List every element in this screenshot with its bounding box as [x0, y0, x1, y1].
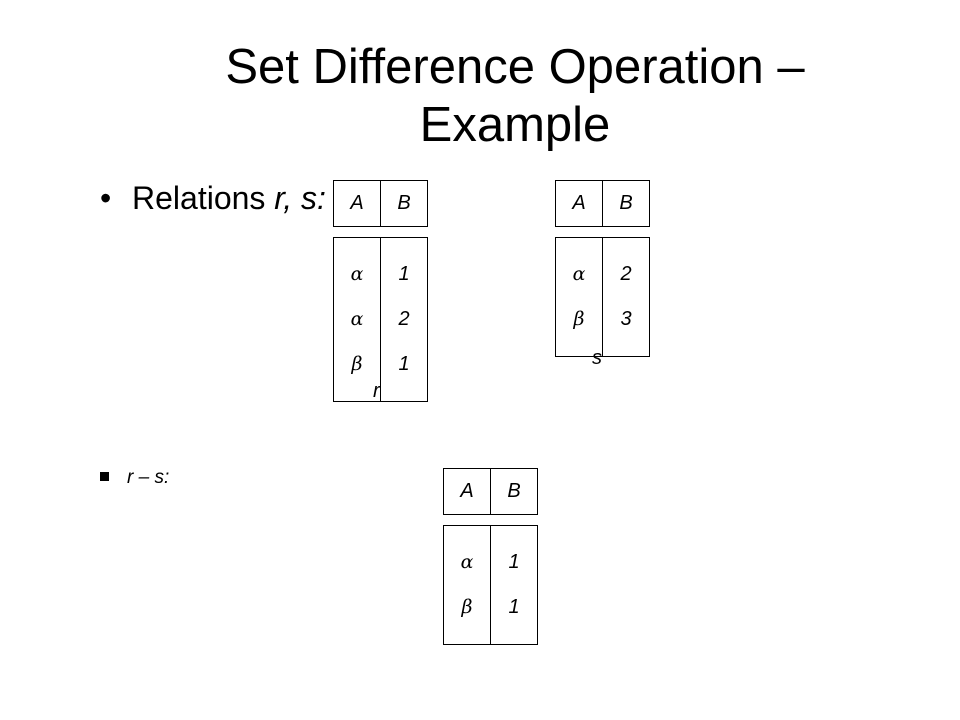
- column-a: α β: [556, 238, 603, 356]
- header-cell: A: [556, 181, 603, 226]
- bullet-square-icon: [100, 472, 109, 481]
- cell: 1: [398, 353, 410, 375]
- bullet-r-minus-s-text: r – s:: [127, 467, 170, 488]
- relation-s-label: s: [592, 347, 602, 369]
- cell: 1: [508, 551, 520, 573]
- relation-s-header: A B: [555, 180, 650, 227]
- column-b: 1 1: [491, 526, 537, 644]
- column-b: 2 3: [603, 238, 649, 356]
- cell: 1: [398, 263, 410, 285]
- cell: 3: [620, 308, 632, 330]
- relation-s-body: α β 2 3: [555, 237, 650, 357]
- bullet-dot: •: [100, 180, 112, 216]
- bullet-relations: • Relations r, s:: [100, 178, 326, 218]
- result-table: A B α β 1 1: [443, 468, 538, 645]
- relation-r-header: A B: [333, 180, 428, 227]
- result-header: A B: [443, 468, 538, 515]
- cell: β: [461, 596, 473, 618]
- header-cell: B: [507, 480, 521, 502]
- cell: 2: [398, 308, 410, 330]
- relation-r-body: α α β 1 2 1: [333, 237, 428, 402]
- header-cell: B: [619, 192, 633, 214]
- result-body: α β 1 1: [443, 525, 538, 645]
- relation-r-table: A B α α β 1 2 1 r: [333, 180, 428, 402]
- header-cell: A: [444, 469, 491, 514]
- relation-s-table: A B α β 2 3 s: [555, 180, 650, 369]
- bullet-relations-vars: r, s:: [274, 180, 326, 216]
- relation-r-label: r: [373, 380, 380, 402]
- cell: α: [350, 263, 364, 285]
- cell: α: [350, 308, 364, 330]
- cell: α: [460, 551, 474, 573]
- header-cell: A: [334, 181, 381, 226]
- column-a: α α β: [334, 238, 381, 401]
- cell: 1: [508, 596, 520, 618]
- column-a: α β: [444, 526, 491, 644]
- cell: 2: [620, 263, 632, 285]
- cell: β: [351, 353, 363, 375]
- bullet-r-minus-s: r – s:: [100, 466, 169, 490]
- header-cell: B: [397, 192, 411, 214]
- bullet-relations-text: Relations: [132, 180, 266, 216]
- slide-title: Set Difference Operation – Example: [225, 40, 805, 152]
- column-b: 1 2 1: [381, 238, 427, 401]
- cell: β: [573, 308, 585, 330]
- cell: α: [572, 263, 586, 285]
